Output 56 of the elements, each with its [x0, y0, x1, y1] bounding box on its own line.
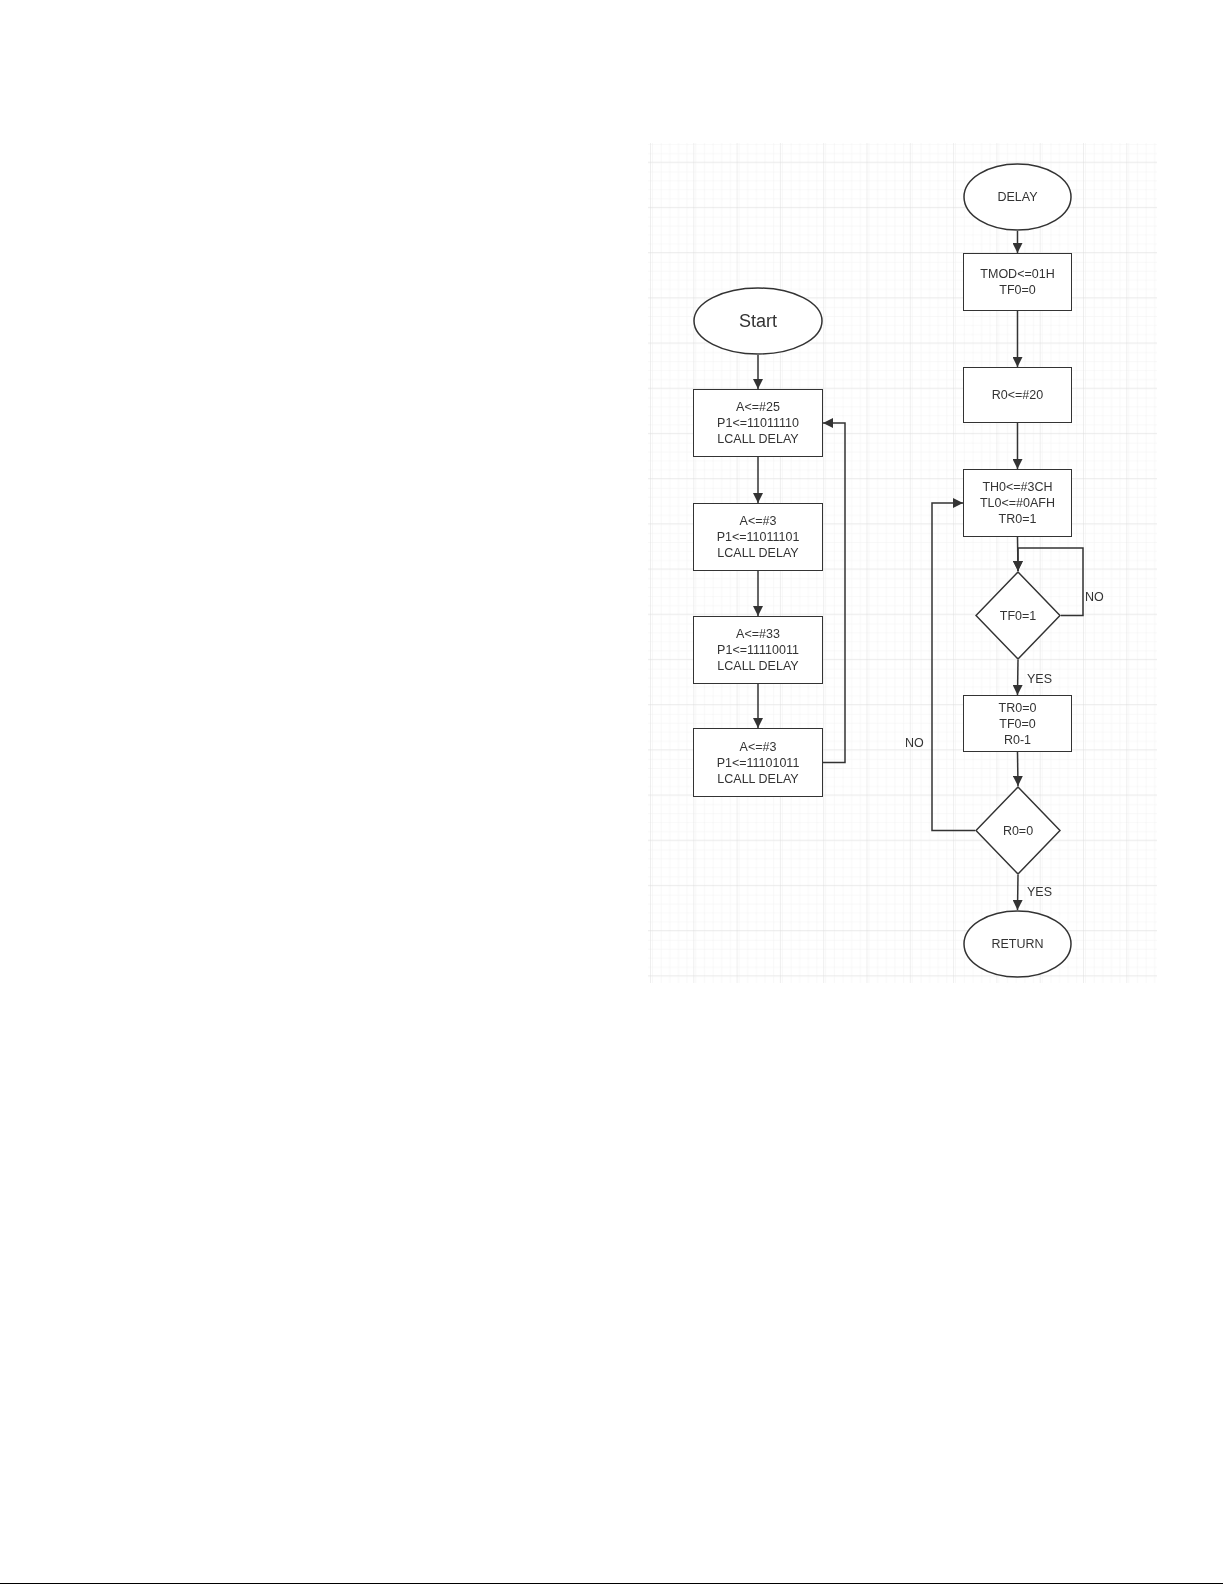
process-box — [963, 367, 1072, 423]
terminal-ellipse — [693, 287, 823, 355]
node-text: R0=0 — [1002, 822, 1034, 839]
node-text: LCALL DELAY — [717, 431, 799, 447]
node-text: TMOD<=01H — [980, 266, 1055, 282]
arrow — [931, 498, 976, 832]
process-box — [963, 253, 1072, 311]
node-text: R0<=#20 — [991, 387, 1044, 403]
node-text: P1<=11011101 — [716, 529, 800, 545]
arrow — [1012, 422, 1023, 470]
arrow — [1012, 874, 1023, 911]
terminal-ellipse — [963, 910, 1072, 978]
node-text: LCALL DELAY — [717, 770, 799, 787]
arrow — [1012, 751, 1023, 787]
node-text: P1<=11011110 — [717, 415, 799, 431]
terminal-ellipse — [963, 163, 1072, 231]
decision-diamond — [975, 786, 1061, 875]
arrow — [822, 418, 846, 764]
node-text: Start — [739, 310, 777, 332]
decision-diamond — [975, 571, 1061, 660]
process-box — [693, 389, 823, 457]
edge-label: YES — [1027, 671, 1052, 687]
arrow — [1012, 230, 1023, 254]
node-text: TL0<=#0AFH — [979, 495, 1055, 511]
node-text: TH0<=#3CH — [982, 479, 1053, 495]
arrow — [753, 456, 763, 504]
node-text: TR0=0 — [998, 699, 1037, 716]
node-text: TF0=0 — [999, 282, 1036, 298]
node-text: RETURN — [991, 936, 1044, 952]
node-text: A<=#25 — [736, 399, 780, 415]
arrow — [1012, 310, 1023, 368]
node-text: TF0=1 — [999, 607, 1037, 624]
arrow — [753, 354, 763, 390]
process-box — [693, 616, 823, 684]
node-text: LCALL DELAY — [717, 658, 799, 674]
node-text: A<=#3 — [739, 738, 777, 755]
edge-label: YES — [1027, 884, 1052, 900]
process-box — [693, 728, 823, 797]
node-text: R0-1 — [1003, 731, 1032, 748]
node-text: P1<=11110011 — [717, 642, 799, 658]
node-text: DELAY — [997, 189, 1038, 205]
arrow — [753, 570, 763, 617]
edge-label: NO — [905, 735, 924, 751]
node-text: TR0=1 — [998, 511, 1037, 527]
arrow — [753, 683, 763, 729]
node-text: A<=#3 — [739, 513, 777, 529]
process-box — [693, 503, 823, 571]
arrow — [1012, 659, 1023, 696]
process-box — [963, 469, 1072, 537]
node-text: LCALL DELAY — [717, 545, 799, 561]
node-text: P1<=11101011 — [716, 754, 800, 771]
node-text: TF0=0 — [999, 715, 1036, 732]
process-box — [963, 695, 1072, 752]
node-text: A<=#33 — [736, 626, 780, 642]
edge-label: NO — [1085, 589, 1104, 605]
arrow — [1013, 547, 1084, 617]
